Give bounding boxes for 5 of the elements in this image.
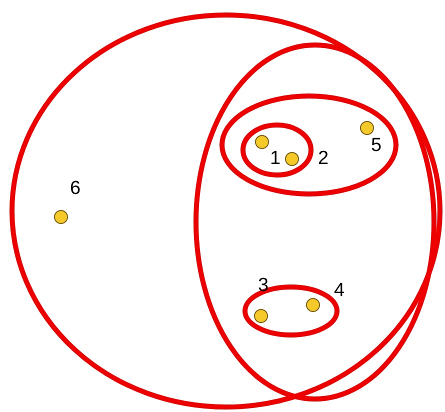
point-label: 6: [70, 179, 81, 199]
point-label: 5: [371, 136, 382, 156]
point-label: 1: [270, 149, 281, 169]
point-label: 2: [318, 149, 329, 169]
point-label: 4: [334, 281, 345, 301]
